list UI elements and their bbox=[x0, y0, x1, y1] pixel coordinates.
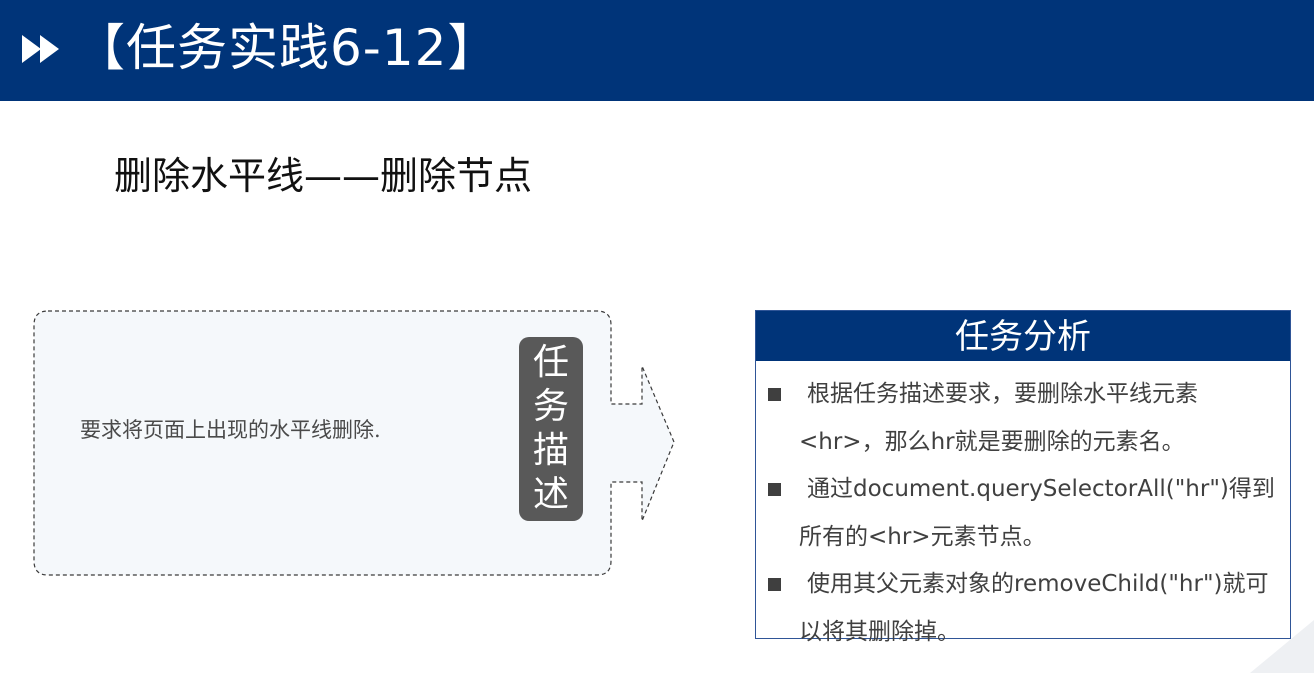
list-item-text: 通过document.querySelectorAll("hr")得到所有的<h… bbox=[799, 476, 1275, 550]
square-bullet-icon bbox=[768, 578, 781, 591]
list-item: 根据任务描述要求，要删除水平线元素<hr>，那么hr就是要删除的元素名。 bbox=[756, 371, 1290, 466]
slide-subtitle: 删除水平线——删除节点 bbox=[114, 154, 533, 198]
header-bar: 【任务实践6-12】 bbox=[0, 0, 1314, 101]
slide-title: 【任务实践6-12】 bbox=[75, 19, 499, 77]
task-analysis-list: 根据任务描述要求，要删除水平线元素<hr>，那么hr就是要删除的元素名。 通过d… bbox=[756, 361, 1290, 656]
badge-char: 任 bbox=[532, 342, 569, 383]
fast-forward-icon bbox=[22, 35, 59, 63]
task-description-badge: 任 务 描 述 bbox=[519, 337, 583, 521]
square-bullet-icon bbox=[768, 388, 781, 401]
badge-char: 述 bbox=[532, 474, 569, 515]
list-item: 使用其父元素对象的removeChild("hr")就可以将其删除掉。 bbox=[756, 561, 1290, 656]
list-item-text: 根据任务描述要求，要删除水平线元素<hr>，那么hr就是要删除的元素名。 bbox=[799, 381, 1198, 455]
task-analysis-panel: 任务分析 根据任务描述要求，要删除水平线元素<hr>，那么hr就是要删除的元素名… bbox=[755, 310, 1291, 645]
task-description-text: 要求将页面上出现的水平线删除. bbox=[80, 418, 381, 442]
list-item-text: 使用其父元素对象的removeChild("hr")就可以将其删除掉。 bbox=[799, 571, 1269, 645]
badge-char: 描 bbox=[532, 430, 569, 471]
task-analysis-title: 任务分析 bbox=[756, 311, 1290, 361]
list-item: 通过document.querySelectorAll("hr")得到所有的<h… bbox=[756, 466, 1290, 561]
square-bullet-icon bbox=[768, 483, 781, 496]
badge-char: 务 bbox=[532, 386, 569, 427]
